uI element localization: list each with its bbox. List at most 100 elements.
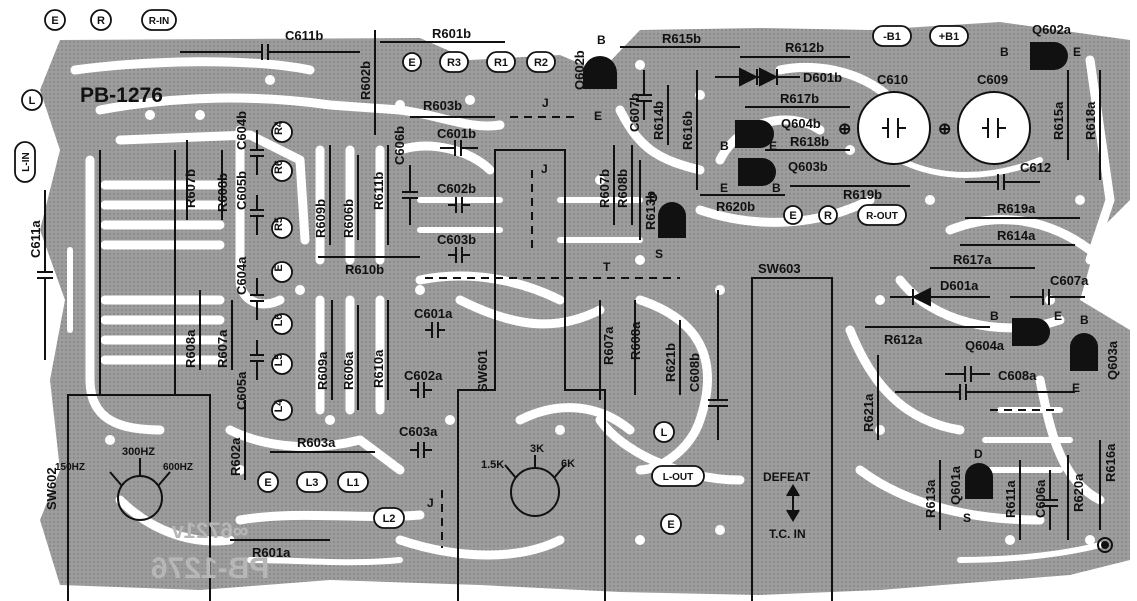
pin-b-q604b: B (720, 139, 729, 153)
diode-labels: D601b D601a (803, 70, 979, 293)
sw601-outline (457, 149, 606, 601)
c610-plus: ⊕ (838, 121, 851, 138)
pin-e-q604a: E (1054, 309, 1062, 323)
terminal-r2: R2 (534, 57, 548, 69)
terminal-labels: E R R-IN L L-IN E R3 R1 R2 -B1 +B1 R4 R6… (21, 15, 959, 531)
pin-e-q604b: E (769, 139, 777, 153)
label-c606b: C606b (392, 126, 407, 165)
label-r621b: R621b (663, 343, 678, 382)
label-c602b: C602b (437, 181, 476, 196)
terminal-e-center: E (667, 519, 674, 531)
board-title: PB-1276 (80, 84, 163, 107)
jumper-j-bottom: J (427, 496, 434, 510)
c603a-body (410, 442, 432, 458)
label-r608b-left: R608b (215, 173, 230, 212)
pin-e-q602b: E (594, 109, 602, 123)
terminal-r3: R3 (447, 57, 461, 69)
label-r615a: R615a (1051, 101, 1066, 140)
label-c608a: C608a (998, 368, 1037, 383)
label-d601a: D601a (940, 278, 979, 293)
c605a-body (250, 340, 264, 380)
c608b-body (708, 290, 728, 440)
terminal-r-right: R (824, 210, 832, 222)
resistor-labels: R601b R602b R603b R615b R612b R617b R618… (183, 26, 1118, 560)
label-q603b: Q603b (788, 159, 828, 174)
c612-body (965, 174, 1040, 190)
label-sw603: SW603 (758, 261, 801, 276)
label-c607a: C607a (1050, 273, 1089, 288)
c604b-body (250, 130, 264, 175)
terminal-e-col: E (273, 264, 285, 271)
label-tc-in: T.C. IN (769, 527, 806, 541)
label-r618b: R618b (790, 134, 829, 149)
terminal-e-bottom: E (264, 477, 271, 489)
terminal-minus-b1: -B1 (883, 31, 901, 43)
pin-b-q603b: B (772, 181, 781, 195)
label-r613b: R613b (643, 191, 658, 230)
label-r614b: R614b (651, 101, 666, 140)
label-r611b: R611b (371, 172, 386, 210)
label-6k: 6K (561, 458, 575, 470)
label-r619a: R619a (997, 201, 1036, 216)
c602a-body (410, 382, 432, 398)
terminal-l-out: L-OUT (663, 472, 694, 483)
terminal-l-in: L-IN (21, 152, 32, 171)
pin-s-q601b: S (655, 247, 663, 261)
pin-e-q602a: E (1073, 45, 1081, 59)
q601b-body (658, 202, 686, 238)
label-150hz: 150HZ (55, 462, 85, 473)
label-r607a-right: R607a (601, 326, 616, 365)
c606b-body (402, 165, 418, 225)
polarity-marks: ⊕ ⊕ (838, 121, 951, 138)
label-c602a: C602a (404, 368, 443, 383)
label-c604b: C604b (234, 111, 249, 150)
label-q602b: Q602b (572, 50, 587, 90)
label-r613a: R613a (923, 479, 938, 518)
defeat-arrow (786, 484, 800, 522)
c607b-body (636, 70, 652, 120)
label-r602b: R602b (358, 61, 373, 100)
terminal-r4: R4 (273, 120, 285, 135)
label-r609a: R609a (315, 351, 330, 390)
label-r606b: R606b (341, 199, 356, 238)
mirror-silkscreen: ∞6721v PB-1276 (151, 518, 269, 585)
label-c608b: C608b (687, 353, 702, 392)
q604a-body (1012, 318, 1050, 346)
terminal-r5: R5 (273, 217, 285, 231)
q604b-body (735, 120, 774, 148)
label-3k: 3K (530, 443, 544, 455)
pin-b-q602b: B (597, 33, 606, 47)
label-r614a: R614a (997, 228, 1036, 243)
label-r611a: R611a (1003, 480, 1018, 518)
c606a-body (1042, 470, 1058, 530)
label-r617b: R617b (780, 91, 819, 106)
pin-e-q603a: E (1072, 381, 1080, 395)
c605b-body (250, 195, 264, 235)
pin-b-q602a: B (1000, 45, 1009, 59)
label-300hz: 300HZ (122, 446, 155, 458)
label-c609: C609 (977, 72, 1008, 87)
label-r615b: R615b (662, 31, 701, 46)
label-c607b: C607b (627, 93, 642, 132)
label-r609b: R609b (313, 199, 328, 238)
q602b-body (583, 56, 617, 89)
c611b-body (180, 44, 360, 60)
label-c610: C610 (877, 72, 908, 87)
q603b-body (738, 158, 776, 186)
c610-body (857, 91, 931, 165)
terminal-r-in: R-IN (149, 16, 170, 27)
label-c611b: C611b (285, 28, 323, 43)
c609-body (957, 91, 1031, 165)
terminal-r6: R6 (273, 160, 285, 174)
label-r610b: R610b (345, 262, 384, 277)
terminal-ovals (14, 9, 969, 535)
mirror-board-id: PB-1276 (151, 552, 269, 585)
label-r608a-left: R608a (183, 329, 198, 368)
q601a-body (965, 463, 993, 499)
terminal-l4: L4 (273, 399, 285, 413)
diodes (715, 67, 990, 307)
label-c605a: C605a (234, 371, 249, 410)
pin-s-q601a: S (963, 511, 971, 525)
